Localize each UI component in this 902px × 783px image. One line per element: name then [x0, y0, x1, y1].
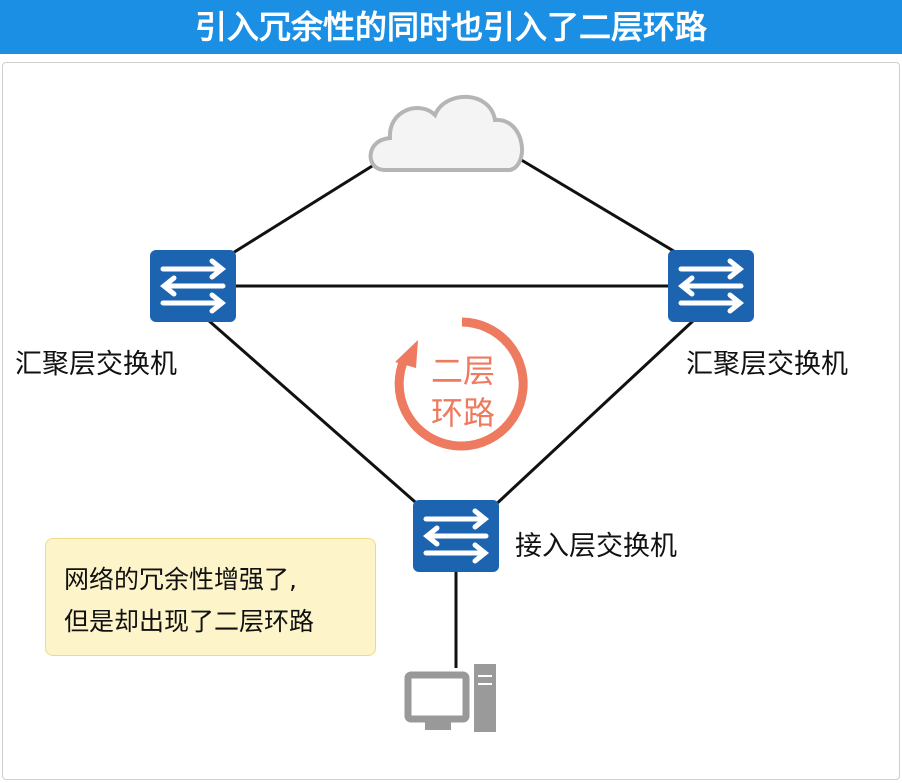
- link-cloud-right: [517, 156, 683, 258]
- switch-icon-right: [668, 250, 754, 322]
- computer-icon: [404, 664, 496, 732]
- cloud-icon: [368, 94, 524, 172]
- loop-label-line1: 二层: [430, 352, 495, 390]
- page-title: 引入冗余性的同时也引入了二层环路: [0, 0, 902, 54]
- note-box: 网络的冗余性增强了, 但是却出现了二层环路: [45, 538, 376, 656]
- left-switch-label: 汇聚层交换机: [15, 349, 177, 380]
- access-switch-label: 接入层交换机: [515, 531, 677, 562]
- link-right-access: [490, 318, 696, 510]
- loop-arrow-icon: [394, 317, 528, 451]
- link-left-access: [207, 318, 423, 510]
- note-line2: 但是却出现了二层环路: [64, 607, 315, 636]
- link-cloud-left: [227, 156, 386, 258]
- note-line1: 网络的冗余性增强了,: [64, 565, 297, 594]
- switch-icon-left: [150, 250, 236, 322]
- right-switch-label: 汇聚层交换机: [686, 349, 848, 380]
- loop-label-line2: 环路: [430, 394, 495, 432]
- loop-label: 二层 环路: [420, 350, 506, 434]
- diagram-panel: [2, 62, 900, 780]
- switch-icon-access: [413, 500, 499, 572]
